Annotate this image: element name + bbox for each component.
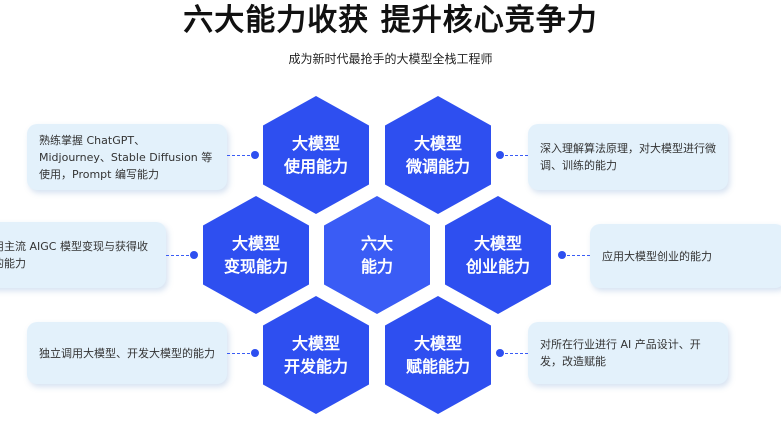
connector-usage [227,155,255,156]
connector-dot-startup [558,251,566,259]
hex-finetune-line2: 微调能力 [405,157,470,176]
card-develop-ability: 独立调用大模型、开发大模型的能力 [27,322,227,384]
card-monetize-ability: 利用主流 AIGC 模型变现与获得收益的能力 [0,222,166,288]
hex-center-line1: 六大 [360,234,393,253]
connector-empower [500,353,528,354]
card-empower-ability: 对所在行业进行 AI 产品设计、开发，改造赋能 [528,322,728,384]
card-usage-ability: 熟练掌握 ChatGPT、Midjourney、Stable Diffusion… [27,124,227,190]
connector-monetize [166,255,194,256]
hex-startup-line1: 大模型 [473,234,522,253]
hex-center-line2: 能力 [360,257,393,276]
hex-usage-ability: 大模型 使用能力 [263,96,369,214]
hex-finetune-ability: 大模型 微调能力 [385,96,491,214]
connector-dot-develop [251,349,259,357]
card-empower-text: 对所在行业进行 AI 产品设计、开发，改造赋能 [540,338,701,368]
card-develop-text: 独立调用大模型、开发大模型的能力 [39,346,215,360]
hex-monetize-line2: 变现能力 [223,257,288,276]
hex-startup-line2: 创业能力 [465,257,530,276]
page-title: 六大能力收获 提升核心竞争力 [183,3,598,38]
card-monetize-text: 利用主流 AIGC 模型变现与获得收益的能力 [0,240,148,270]
hex-center: 六大 能力 [324,196,430,314]
connector-dot-monetize [190,251,198,259]
hex-usage-line2: 使用能力 [283,157,348,176]
hex-usage-line1: 大模型 [291,134,340,153]
connector-dot-finetune [496,151,504,159]
card-startup-ability: 应用大模型创业的能力 [590,224,781,288]
card-startup-text: 应用大模型创业的能力 [602,249,712,263]
hex-empower-ability: 大模型 赋能能力 [385,296,491,414]
connector-dot-empower [496,349,504,357]
card-finetune-ability: 深入理解算法原理，对大模型进行微调、训练的能力 [528,124,728,190]
hex-monetize-ability: 大模型 变现能力 [203,196,309,314]
hex-finetune-line1: 大模型 [413,134,462,153]
card-usage-text: 熟练掌握 ChatGPT、Midjourney、Stable Diffusion… [39,133,213,181]
hex-monetize-line1: 大模型 [231,234,280,253]
card-finetune-text: 深入理解算法原理，对大模型进行微调、训练的能力 [540,142,716,172]
hex-develop-line2: 开发能力 [283,357,348,376]
hex-startup-ability: 大模型 创业能力 [445,196,551,314]
page-subtitle: 成为新时代最抢手的大模型全栈工程师 [288,52,493,66]
hex-develop-line1: 大模型 [291,334,340,353]
connector-develop [227,353,255,354]
connector-dot-usage [251,151,259,159]
hex-develop-ability: 大模型 开发能力 [263,296,369,414]
connector-finetune [500,155,528,156]
hex-empower-line2: 赋能能力 [405,357,470,376]
connector-startup [562,255,590,256]
hex-empower-line1: 大模型 [413,334,462,353]
